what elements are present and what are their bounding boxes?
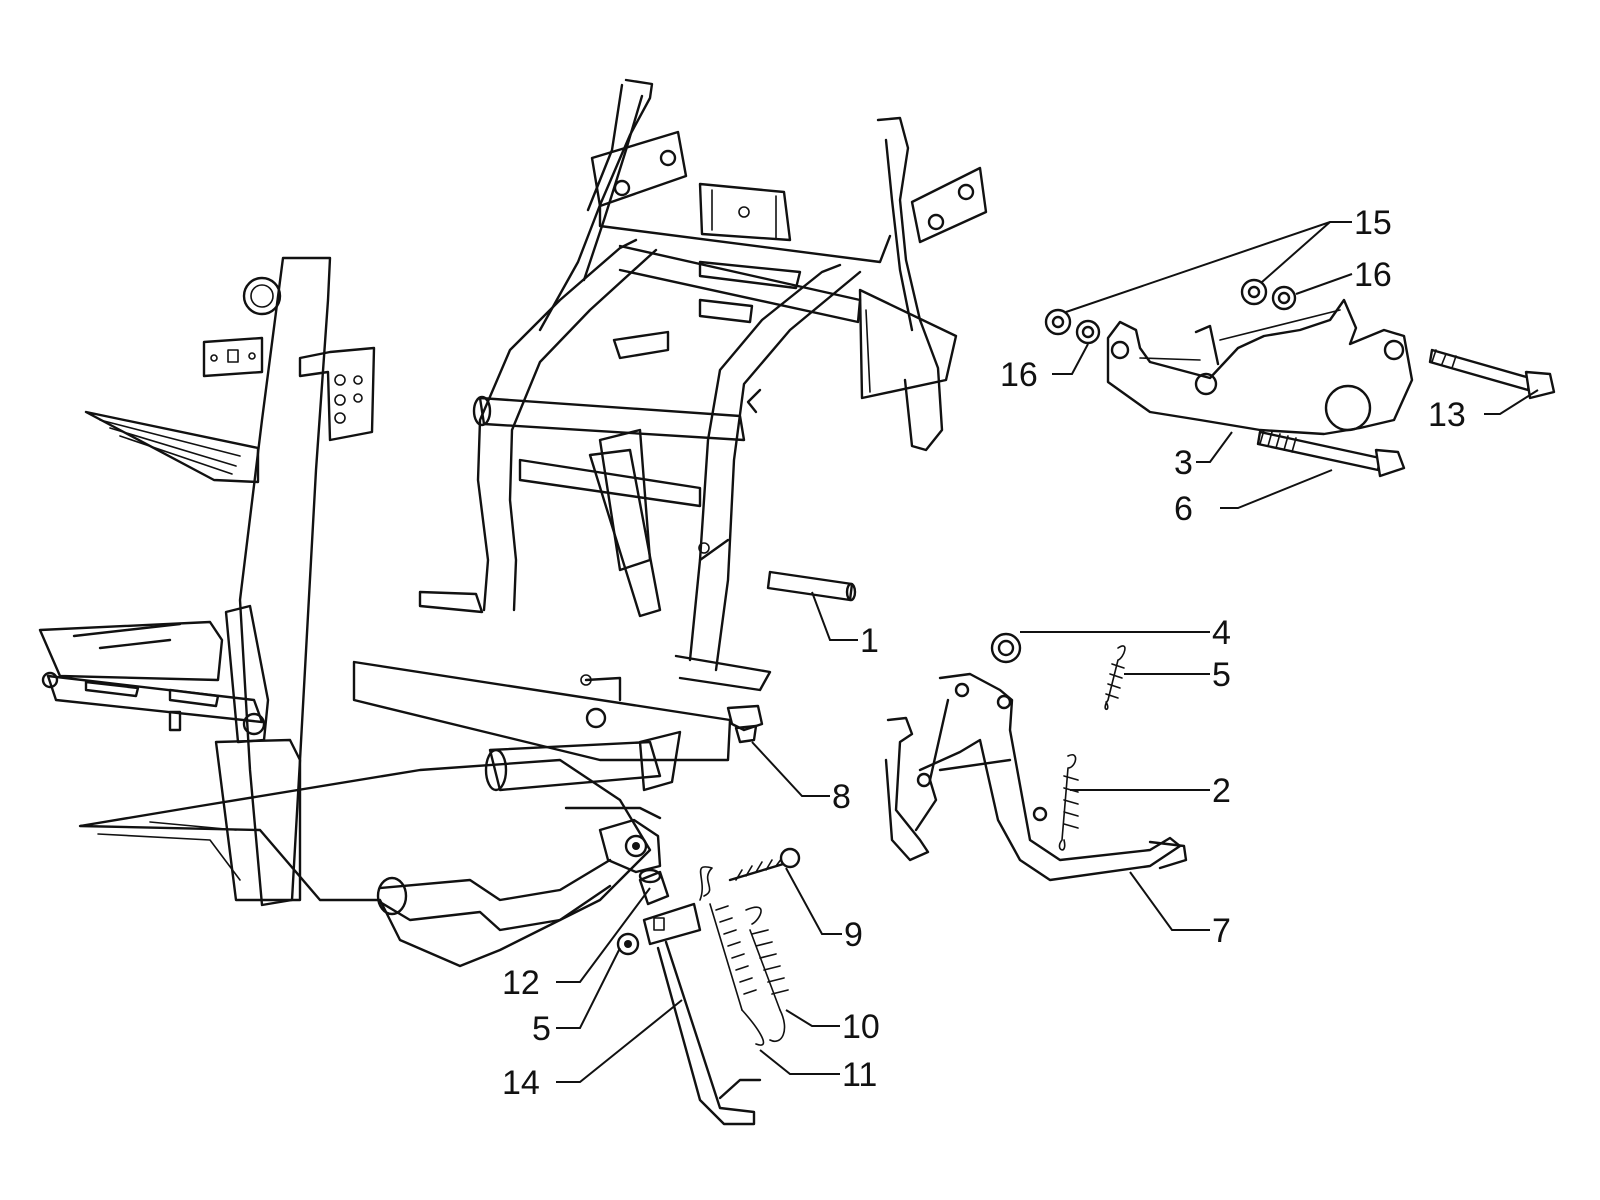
callout-2: 2 (1212, 772, 1231, 810)
callout-13: 13 (1428, 396, 1466, 434)
part-1-pin (766, 570, 857, 602)
engine-mount-bracket (1044, 278, 1556, 478)
callout-11: 11 (842, 1056, 877, 1094)
callout-8: 8 (832, 778, 851, 816)
callout-4: 4 (1212, 614, 1231, 652)
leader-lines (556, 221, 1539, 1083)
callout-7: 7 (1212, 912, 1231, 950)
callout-1: 1 (860, 622, 879, 660)
callout-16-lower: 16 (1000, 356, 1038, 394)
callout-3: 3 (1174, 444, 1193, 482)
callout-5-lower: 5 (532, 1010, 551, 1048)
callout-5-upper: 5 (1212, 656, 1231, 694)
side-stand-assembly (616, 847, 801, 1126)
scooter-frame (38, 78, 988, 968)
part-8-rubber-buffer (726, 704, 764, 744)
callout-16-upper: 16 (1354, 256, 1392, 294)
callout-15: 15 (1354, 204, 1392, 242)
callout-14: 14 (502, 1064, 540, 1102)
callout-6: 6 (1174, 490, 1193, 528)
callout-12: 12 (502, 964, 540, 1002)
callout-10: 10 (842, 1008, 880, 1046)
callout-labels: 1 2 3 4 5 5 6 7 8 9 10 11 12 13 14 15 16… (502, 204, 1466, 1102)
callout-9: 9 (844, 916, 863, 954)
center-stand-assembly (884, 632, 1188, 882)
